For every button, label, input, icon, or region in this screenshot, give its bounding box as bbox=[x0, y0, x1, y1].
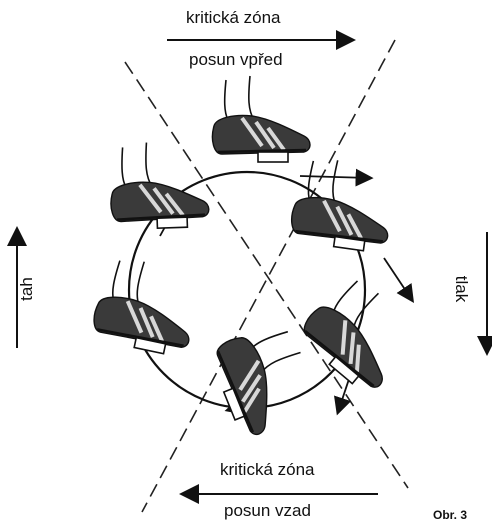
label-bottom-backward-motion: posun vzad bbox=[224, 501, 311, 521]
cycling-shoe-icon bbox=[90, 254, 203, 358]
label-top-forward-motion: posun vpřed bbox=[189, 50, 283, 70]
cycling-shoe-icon bbox=[207, 318, 323, 441]
label-pull: tah bbox=[17, 266, 37, 312]
figure-label: Obr. 3 bbox=[433, 508, 467, 522]
label-bottom-critical-zone: kritická zóna bbox=[220, 460, 314, 480]
dashed-line-right-top bbox=[142, 40, 395, 512]
label-top-critical-zone: kritická zóna bbox=[186, 8, 280, 28]
arrow-right-down bbox=[384, 258, 412, 300]
cycling-shoe-icon bbox=[289, 155, 398, 254]
label-push: tlak bbox=[451, 266, 471, 312]
cycling-shoe-icon bbox=[212, 76, 310, 162]
